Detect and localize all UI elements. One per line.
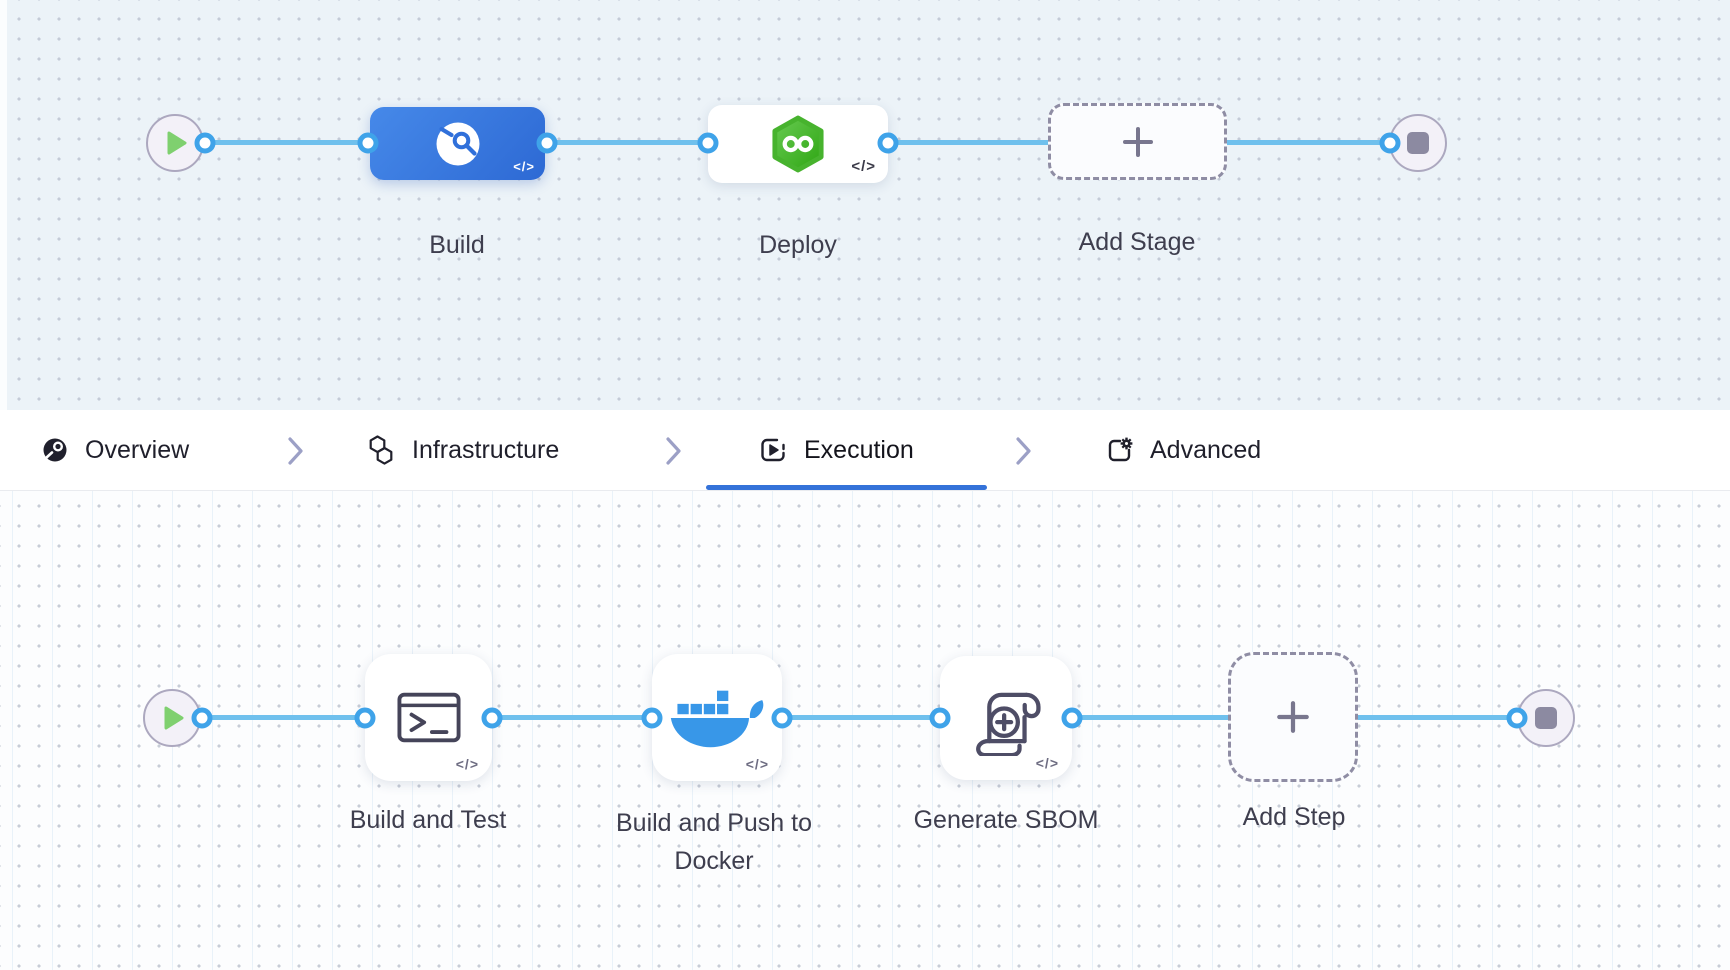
tab-infrastructure[interactable]: Infrastructure: [366, 410, 559, 490]
execution-canvas[interactable]: [0, 491, 1730, 970]
step-label: Add Step: [1242, 803, 1346, 831]
chevron-right-icon: [288, 437, 303, 465]
tab-label: Infrastructure: [412, 435, 560, 464]
terminal-icon: [396, 692, 461, 743]
link-port: [697, 132, 719, 154]
ci-build-icon: [436, 122, 479, 165]
play-icon: [164, 706, 184, 730]
add-step-button[interactable]: [1228, 652, 1358, 782]
yaml-code-badge: </>: [455, 756, 479, 772]
plus-icon: [1122, 126, 1153, 157]
execution-start-node: [143, 689, 201, 747]
docker-icon: [670, 690, 764, 747]
stage-label: Add Stage: [1078, 228, 1196, 256]
step-label: Build and Test: [349, 806, 507, 834]
tab-execution[interactable]: Execution: [758, 410, 914, 490]
tab-overview[interactable]: Overview: [41, 410, 189, 490]
stop-icon: [1407, 132, 1429, 154]
step-connector-line: [202, 715, 1517, 720]
active-tab-underline: [706, 485, 987, 490]
link-port: [194, 132, 216, 154]
play-icon: [167, 131, 187, 155]
yaml-code-badge: </>: [513, 159, 535, 174]
sbom-scroll-icon: [976, 692, 1041, 756]
step-card-build-and-test[interactable]: </>: [365, 654, 492, 781]
link-port: [929, 707, 951, 729]
plus-icon: [1277, 701, 1309, 733]
gear-icon: [1120, 437, 1133, 450]
step-card-build-and-push-to-docker[interactable]: </>: [652, 654, 782, 781]
stage-label: Deploy: [759, 231, 837, 259]
stage-config-tab-bar: Overview Infrastructure Execution: [0, 410, 1730, 491]
stage-label: Build: [429, 231, 485, 259]
stage-card-build[interactable]: </>: [370, 107, 545, 180]
canvas-left-strip: [0, 0, 7, 410]
link-port: [1379, 132, 1401, 154]
link-port: [354, 707, 376, 729]
link-port: [771, 707, 793, 729]
stage-canvas[interactable]: [0, 0, 1730, 410]
link-port: [191, 707, 213, 729]
add-stage-button[interactable]: [1048, 103, 1227, 180]
step-label: Generate SBOM: [913, 806, 1099, 834]
link-port: [877, 132, 899, 154]
yaml-code-badge: </>: [851, 158, 876, 175]
chevron-right-icon: [1016, 437, 1031, 465]
link-port: [481, 707, 503, 729]
tab-label: Overview: [85, 435, 190, 464]
tab-label: Execution: [804, 435, 914, 464]
cd-deploy-icon: [772, 115, 824, 173]
link-port: [357, 132, 379, 154]
advanced-icon: [1108, 437, 1133, 462]
tab-advanced[interactable]: Advanced: [1104, 410, 1261, 490]
stage-card-deploy[interactable]: </>: [708, 105, 888, 183]
link-port: [1061, 707, 1083, 729]
overview-icon: [43, 438, 67, 462]
yaml-code-badge: </>: [745, 756, 769, 772]
infrastructure-icon: [369, 435, 393, 465]
step-card-generate-sbom[interactable]: </>: [940, 656, 1072, 780]
link-port: [641, 707, 663, 729]
stop-icon: [1535, 707, 1557, 729]
execution-icon: [761, 438, 785, 462]
step-label: Build and Push to Docker: [616, 809, 812, 875]
tab-label: Advanced: [1150, 435, 1262, 464]
chevron-right-icon: [666, 437, 681, 465]
yaml-code-badge: </>: [1035, 755, 1059, 771]
link-port: [1506, 707, 1528, 729]
pipeline-start-node: [146, 114, 204, 172]
link-port: [536, 132, 558, 154]
